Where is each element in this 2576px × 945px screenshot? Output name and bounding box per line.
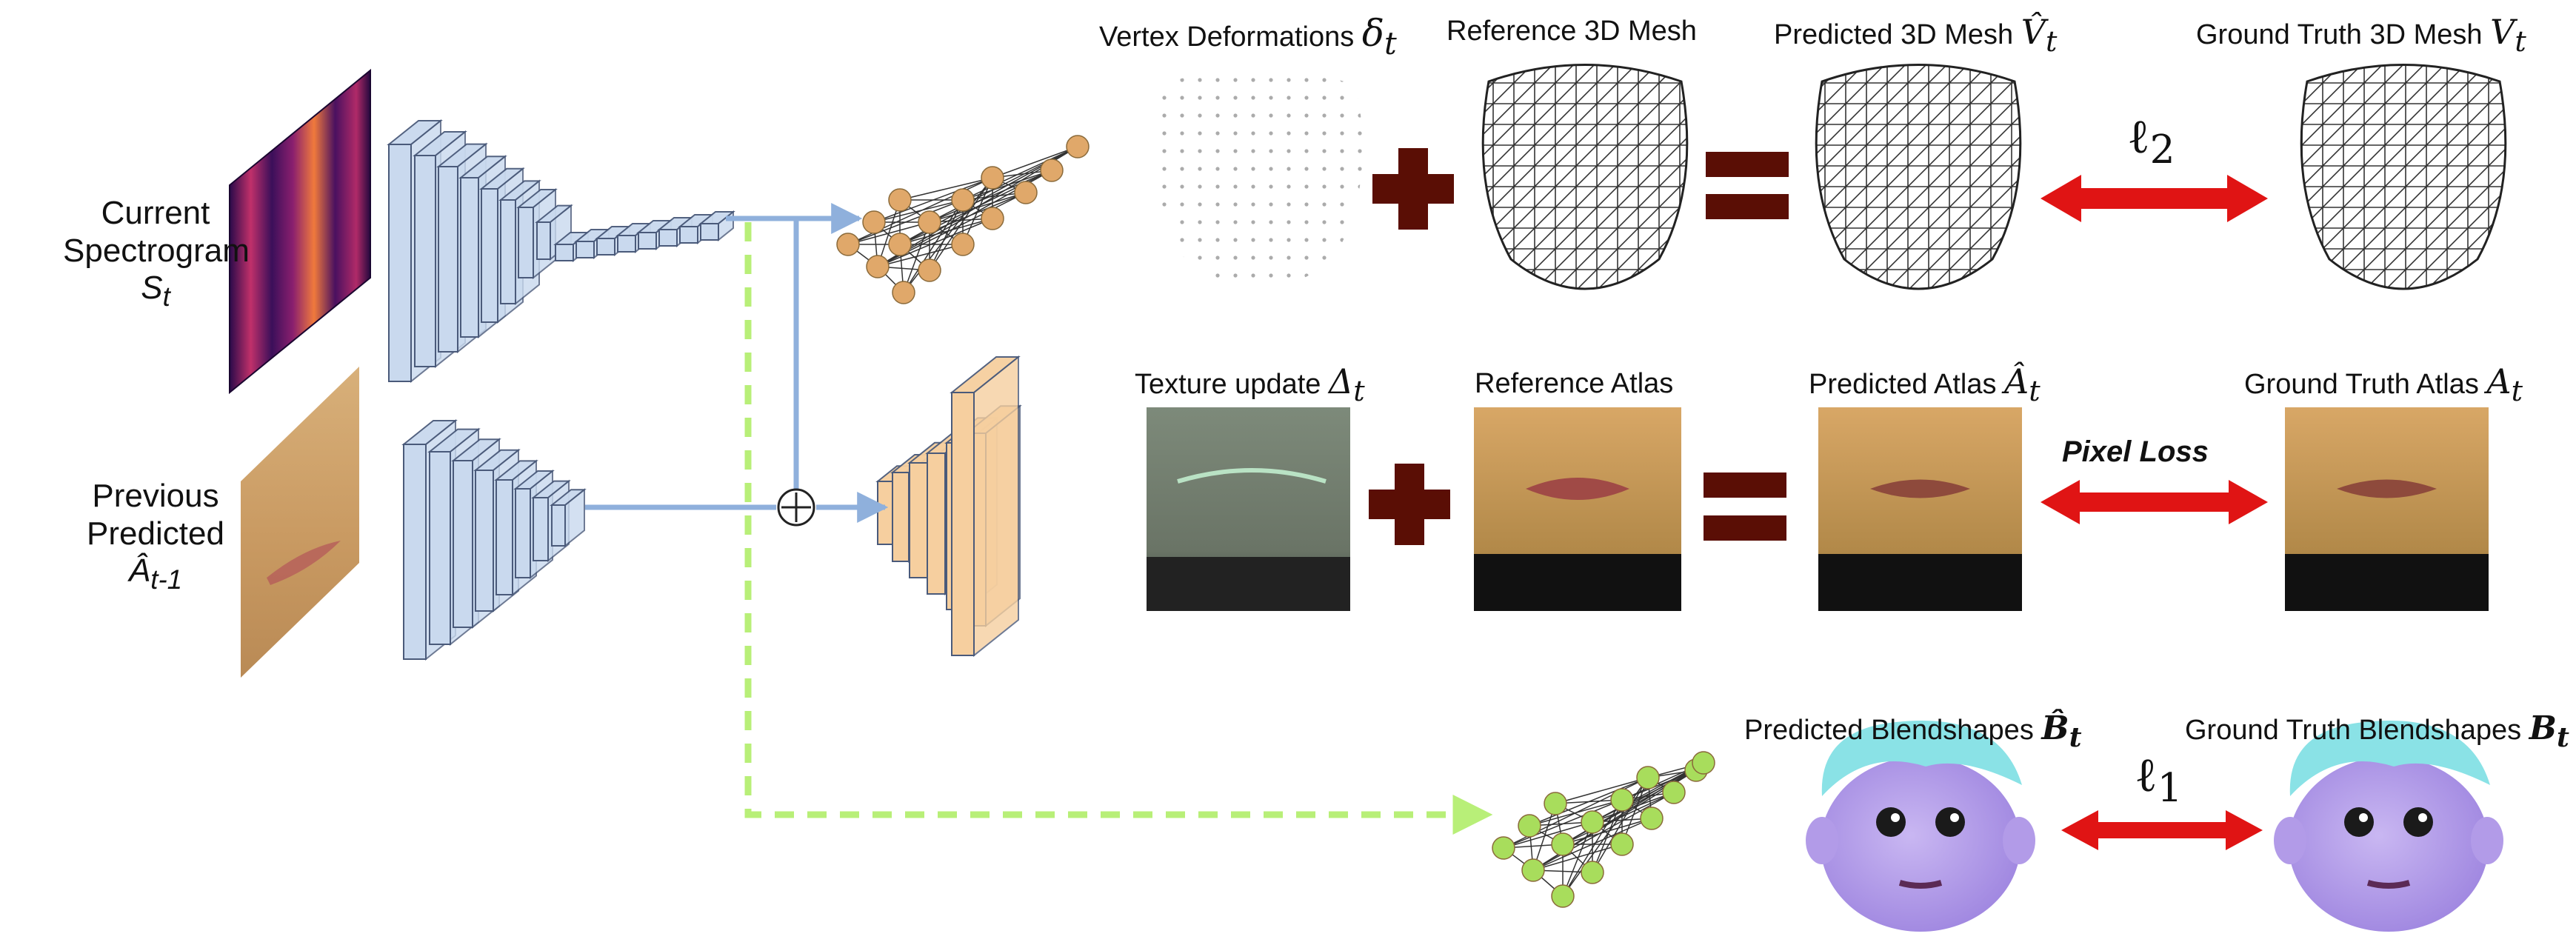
mlp-node [1551, 832, 1575, 856]
mesh-mlp [836, 135, 1090, 304]
current-spectrogram-label: Current Spectrogram St [63, 195, 250, 312]
blendshape-loss-arrow [2061, 810, 2263, 850]
plus-operator-atlas [1369, 464, 1450, 545]
pixel-loss-label: Pixel Loss [2062, 435, 2209, 468]
texture-decoder [875, 355, 1022, 658]
mlp-node [1610, 832, 1634, 856]
concat-operator [777, 488, 815, 527]
mlp-node [1014, 181, 1038, 204]
reference-mesh [1481, 64, 1689, 290]
ground-truth-mesh [2300, 64, 2507, 290]
equals-operator-mesh [1706, 152, 1789, 219]
predicted-atlas-label: Predicted Atlas Ât [1809, 361, 2041, 409]
ground-truth-mesh-label: Ground Truth 3D Mesh Vt [2196, 12, 2526, 59]
mlp-node [981, 166, 1004, 190]
mlp-node [1544, 792, 1567, 815]
plus-operator-mesh [1372, 148, 1454, 230]
predicted-atlas-image [1818, 407, 2022, 611]
mlp-node [1692, 751, 1715, 775]
mlp-node [888, 188, 912, 212]
mlp-node [1066, 135, 1090, 158]
predicted-mesh-label: Predicted 3D Mesh V̂t [1774, 12, 2058, 59]
mlp-node [1518, 814, 1541, 838]
predicted-blendshapes-label: Predicted Blendshapes B̂t [1744, 709, 2082, 753]
audio-encoder [387, 118, 735, 384]
ground-truth-atlas-label: Ground Truth Atlas At [2244, 361, 2523, 409]
reference-atlas-label: Reference Atlas [1475, 368, 1674, 399]
pixel-loss-arrow [2041, 480, 2268, 524]
reference-atlas-image [1474, 407, 1681, 611]
mesh-loss-label: ℓ2 [2127, 110, 2175, 173]
mlp-node [1662, 781, 1686, 804]
mlp-node [1581, 861, 1604, 884]
ground-truth-blendshapes-label: Ground Truth Blendshapes Bt [2185, 709, 2569, 753]
mlp-node [888, 233, 912, 256]
blendshape-loss-label: ℓ1 [2135, 748, 2183, 811]
reference-mesh-label: Reference 3D Mesh [1447, 16, 1697, 47]
previous-face-image [241, 367, 359, 678]
mlp-node [1636, 766, 1660, 789]
mlp-node [1581, 810, 1604, 834]
previous-predicted-label: Previous Predicted Ât-1 [87, 478, 224, 595]
mlp-node [1640, 807, 1664, 830]
mlp-node [951, 233, 975, 256]
mlp-node [951, 188, 975, 212]
mlp-node [1040, 158, 1064, 182]
mlp-node [1492, 836, 1515, 860]
texture-update-image [1147, 407, 1350, 611]
mlp-node [862, 210, 886, 234]
connections [585, 203, 1493, 835]
decoder-layer-6 [950, 355, 1021, 658]
mlp-node [918, 210, 941, 234]
ground-truth-atlas-image [2285, 407, 2489, 611]
mlp-node [1610, 788, 1634, 812]
vertex-deformations-label: Vertex Deformations δt [1099, 12, 1397, 61]
mlp-node [1551, 884, 1575, 908]
ground-truth-blendshape-head [2274, 721, 2503, 932]
spectrogram-image [229, 68, 371, 395]
mlp-node [981, 207, 1004, 230]
mlp-node [1521, 858, 1545, 882]
blendshape-mlp [1492, 751, 1715, 908]
predicted-mesh [1815, 64, 2022, 290]
equals-operator-atlas [1704, 472, 1786, 541]
encoder-layer-7 [550, 488, 587, 548]
mlp-node [918, 258, 941, 282]
mlp-node [892, 281, 915, 304]
mlp-node [866, 255, 890, 278]
texture-encoder [401, 418, 587, 661]
vertex-deformation-cloud [1153, 68, 1363, 289]
predicted-blendshape-head [1806, 721, 2035, 932]
texture-update-label: Texture update Δt [1135, 361, 1365, 409]
mlp-node [836, 233, 860, 256]
mesh-loss-arrow [2041, 175, 2268, 222]
